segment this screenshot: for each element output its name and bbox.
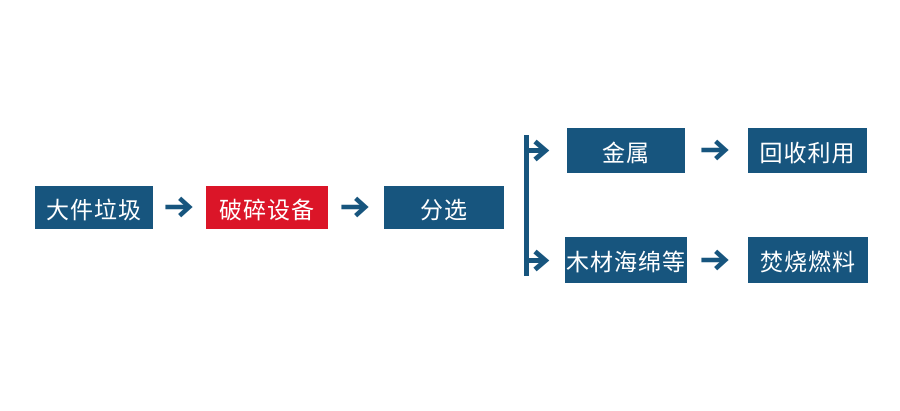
node-recycling-label: 回收利用: [759, 139, 856, 166]
node-bulky-waste-label: 大件垃圾: [46, 196, 142, 223]
node-incineration-fuel: 焚烧燃料: [748, 237, 868, 283]
arrow-right-icon: [700, 139, 734, 161]
node-metal-label: 金属: [602, 139, 650, 166]
node-metal: 金属: [567, 128, 685, 173]
branch-arrow-right-icon: [524, 139, 553, 162]
node-bulky-waste: 大件垃圾: [35, 186, 153, 229]
node-crushing-equipment: 破碎设备: [206, 186, 328, 229]
node-sorting: 分选: [384, 186, 504, 229]
node-incineration-fuel-label: 焚烧燃料: [760, 249, 856, 275]
arrow-right-icon: [340, 196, 374, 218]
node-wood-sponge: 木材海绵等: [565, 237, 687, 283]
arrow-right-icon: [700, 249, 734, 271]
node-wood-sponge-label: 木材海绵等: [566, 249, 686, 275]
node-sorting-label: 分选: [420, 196, 468, 223]
node-crushing-equipment-label: 破碎设备: [219, 196, 315, 223]
node-recycling: 回收利用: [748, 128, 867, 173]
arrow-right-icon: [164, 196, 198, 218]
branch-connector-line: [524, 135, 529, 276]
branch-arrow-right-icon: [524, 249, 553, 272]
